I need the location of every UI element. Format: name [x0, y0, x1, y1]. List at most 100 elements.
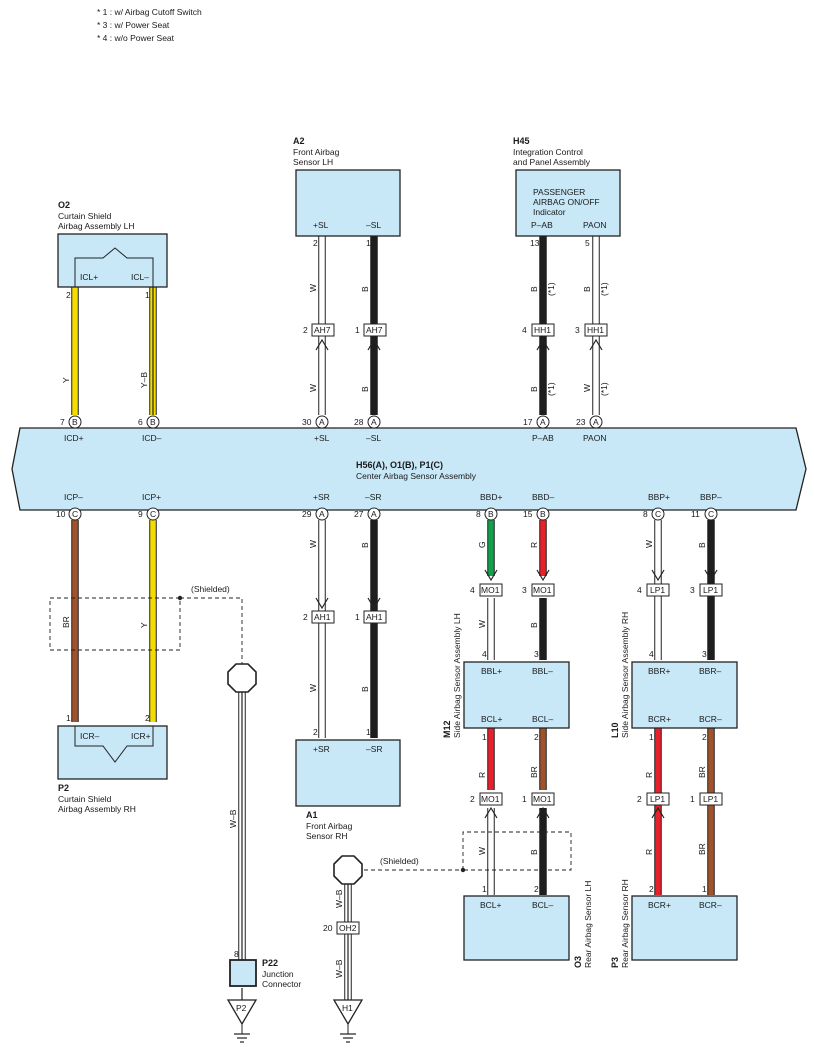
svg-text:BCL–: BCL–: [532, 714, 554, 724]
svg-text:O2: O2: [58, 200, 70, 210]
svg-text:4: 4: [649, 649, 654, 659]
svg-text:–SL: –SL: [366, 220, 381, 230]
shield-right: (Shielded): [364, 831, 572, 873]
svg-text:6: 6: [138, 417, 143, 427]
svg-text:3: 3: [534, 649, 539, 659]
svg-text:Rear Airbag Sensor LH: Rear Airbag Sensor LH: [583, 881, 593, 968]
svg-text:Sensor LH: Sensor LH: [293, 157, 333, 167]
svg-text:R: R: [477, 772, 487, 778]
svg-text:PAON: PAON: [583, 433, 606, 443]
svg-text:BCR–: BCR–: [699, 900, 722, 910]
svg-text:A: A: [371, 509, 377, 519]
svg-text:23: 23: [576, 417, 586, 427]
svg-text:A2: A2: [293, 136, 305, 146]
component-h56-ecu: H56(A), O1(B), P1(C) Center Airbag Senso…: [11, 427, 807, 511]
component-a2: A2 Front Airbag Sensor LH +SL –SL 2 1: [293, 136, 401, 248]
svg-text:2: 2: [313, 727, 318, 737]
svg-text:B: B: [488, 509, 494, 519]
connector-lp1-top: LP1 LP1 4 3: [637, 569, 723, 597]
ecu-bottom-pins: C C A A B B C C 10 9 29 27 8 15 8 11: [56, 507, 718, 521]
svg-text:ICP+: ICP+: [142, 492, 161, 502]
svg-text:–SL: –SL: [366, 433, 381, 443]
svg-text:O3: O3: [573, 956, 583, 968]
svg-text:AH1: AH1: [366, 612, 383, 622]
svg-text:BCL+: BCL+: [481, 714, 503, 724]
component-h45: H45 Integration Control and Panel Assemb…: [513, 136, 621, 248]
svg-text:W: W: [582, 384, 592, 392]
svg-text:W–B: W–B: [228, 809, 238, 828]
ground-h1: H1: [332, 999, 364, 1043]
svg-text:BCL+: BCL+: [480, 900, 502, 910]
svg-text:30: 30: [302, 417, 312, 427]
svg-text:A1: A1: [306, 810, 318, 820]
svg-text:4: 4: [470, 585, 475, 595]
svg-text:9: 9: [138, 509, 143, 519]
svg-text:1: 1: [702, 884, 707, 894]
svg-text:P–AB: P–AB: [532, 433, 554, 443]
svg-text:1: 1: [690, 794, 695, 804]
svg-text:C: C: [72, 509, 78, 519]
svg-text:29: 29: [302, 509, 312, 519]
svg-text:Side Airbag Sensor Assembly RH: Side Airbag Sensor Assembly RH: [620, 612, 630, 738]
svg-text:3: 3: [522, 585, 527, 595]
connector-lp1-bottom: LP1 LP1 2 1: [637, 792, 723, 819]
svg-text:ICR–: ICR–: [80, 731, 100, 741]
svg-text:+SL: +SL: [313, 220, 329, 230]
svg-text:HH1: HH1: [587, 325, 604, 335]
connector-hh1: HH1 HH1 4 3: [522, 323, 608, 351]
svg-text:MO1: MO1: [481, 794, 500, 804]
svg-text:W: W: [308, 284, 318, 292]
svg-text:W: W: [477, 620, 487, 628]
svg-text:A: A: [319, 509, 325, 519]
svg-text:Y: Y: [61, 377, 71, 383]
svg-text:(*1): (*1): [546, 382, 556, 396]
note-4: * 4 : w/o Power Seat: [97, 33, 175, 43]
svg-text:LP1: LP1: [703, 585, 718, 595]
svg-text:(*1): (*1): [546, 282, 556, 296]
svg-text:2: 2: [313, 238, 318, 248]
svg-text:A: A: [319, 417, 325, 427]
component-m12: 4 3 BBL+ BBL– BCL+ BCL– 1 2 M12 Side Air…: [442, 613, 570, 742]
svg-text:W–B: W–B: [334, 959, 344, 978]
note-3: * 3 : w/ Power Seat: [97, 20, 170, 30]
svg-text:–SR: –SR: [365, 492, 382, 502]
svg-text:Y: Y: [139, 622, 149, 628]
svg-text:1: 1: [522, 794, 527, 804]
svg-text:MO1: MO1: [533, 794, 552, 804]
svg-text:17: 17: [523, 417, 533, 427]
svg-text:R: R: [644, 849, 654, 855]
svg-text:P–AB: P–AB: [531, 220, 553, 230]
svg-text:W–B: W–B: [334, 889, 344, 908]
svg-text:B: B: [72, 417, 78, 427]
svg-text:BBD+: BBD+: [480, 492, 502, 502]
svg-text:C: C: [150, 509, 156, 519]
svg-text:B: B: [697, 542, 707, 548]
svg-text:BR: BR: [61, 616, 71, 628]
svg-text:BR: BR: [697, 766, 707, 778]
svg-text:H1: H1: [342, 1003, 353, 1013]
svg-text:4: 4: [637, 585, 642, 595]
splice-left: [227, 663, 257, 693]
svg-text:OH2: OH2: [339, 923, 357, 933]
connector-mo1-top: MO1 MO1 4 3: [470, 569, 555, 597]
svg-text:B: B: [582, 286, 592, 292]
svg-text:7: 7: [60, 417, 65, 427]
svg-text:B: B: [150, 417, 156, 427]
svg-text:+SR: +SR: [313, 492, 330, 502]
svg-text:11: 11: [691, 509, 700, 519]
svg-text:Integration Control: Integration Control: [513, 147, 583, 157]
svg-text:Airbag Assembly LH: Airbag Assembly LH: [58, 221, 135, 231]
note-1: * 1 : w/ Airbag Cutoff Switch: [97, 7, 202, 17]
svg-text:BBD–: BBD–: [532, 492, 554, 502]
svg-text:8: 8: [643, 509, 648, 519]
svg-text:B: B: [540, 509, 546, 519]
svg-text:2: 2: [637, 794, 642, 804]
svg-text:AH7: AH7: [314, 325, 331, 335]
svg-text:(*1): (*1): [599, 282, 609, 296]
svg-text:1: 1: [649, 732, 654, 742]
svg-text:Side Airbag Sensor Assembly LH: Side Airbag Sensor Assembly LH: [452, 613, 462, 738]
svg-text:Y–B: Y–B: [139, 372, 149, 388]
svg-text:A: A: [593, 417, 599, 427]
ground-p2: P2: [226, 999, 258, 1043]
